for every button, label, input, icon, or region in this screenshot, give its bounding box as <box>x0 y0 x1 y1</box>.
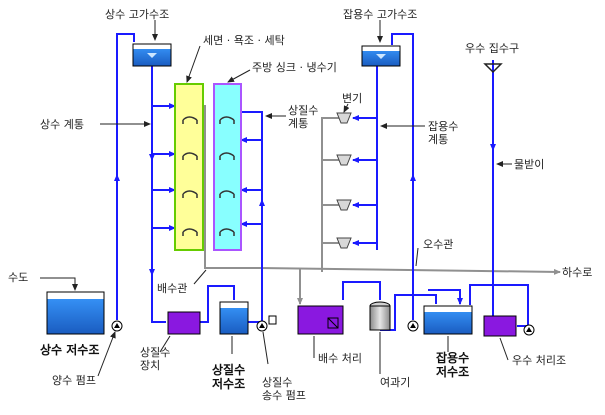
reclaim-pump-label: 상질수 송수 펌프 <box>262 376 306 402</box>
reclaimed-riser <box>241 111 263 323</box>
reclaim-transfer-pipe <box>200 285 235 323</box>
supply-pipes <box>114 33 529 331</box>
leader-lines <box>40 20 512 377</box>
potable-reservoir-tank <box>46 291 105 335</box>
reclaim-pump-label-l1: 상질수 <box>262 376 292 389</box>
toilet-label: 변기 <box>342 92 362 105</box>
treatment-to-filter <box>342 281 381 300</box>
gray-reservoir-label-l1: 잡용수 <box>436 350 469 365</box>
toilet-icon <box>336 112 352 249</box>
wash-fixture-column <box>174 83 204 251</box>
reclaim-unit-label-l2: 장치 <box>140 359 160 372</box>
labels: 상수 고가수조 잡용수 고가수조 우수 집수구 세면 · 욕조 · 세탁 주방 … <box>8 8 592 402</box>
kitchen-label: 주방 싱크 · 냉수기 <box>252 61 337 74</box>
rain-treatment-label: 우수 처리조 <box>512 354 566 367</box>
potable-elevated-tank <box>132 43 172 67</box>
faucet-icon <box>182 116 235 236</box>
upper-tank-potable-label: 상수 고가수조 <box>105 8 169 21</box>
water-supply-label: 수도 <box>8 271 28 284</box>
reclaimed-system-label: 상질수 계통 <box>288 104 322 130</box>
gray-reservoir-label: 잡용수 저수조 <box>436 350 473 379</box>
toilet-drop-pipe <box>321 117 339 272</box>
drain-treatment-label: 배수 처리 <box>318 352 362 365</box>
gray-system-label-l2: 계통 <box>428 133 448 146</box>
gray-reservoir-label-l2: 저수조 <box>436 364 469 379</box>
gray-system-label-l1: 잡용수 <box>428 120 458 133</box>
reclaim-reservoir-label: 상질수 저수조 <box>212 362 249 391</box>
sewage-pipe-label: 오수관 <box>423 238 453 251</box>
kitchen-fixture-column <box>213 83 242 251</box>
rain-gutter-label: 물받이 <box>514 158 544 171</box>
sewer-main-line <box>259 267 561 275</box>
reclaim-pump-label-l2: 송수 펌프 <box>262 389 306 402</box>
pump-switch-icon <box>268 315 277 325</box>
drainage-pipes <box>204 105 561 305</box>
rainwater-collector-label: 우수 집수구 <box>465 42 519 55</box>
to-sewer-label: 하수로 <box>562 265 592 279</box>
upper-tank-gray-label: 잡용수 고가수조 <box>343 8 417 21</box>
gray-reservoir-tank <box>423 305 473 335</box>
potable-riser <box>116 33 135 320</box>
gray-system-label: 잡용수 계통 <box>428 120 462 146</box>
lift-pump-label: 양수 펌프 <box>52 374 96 387</box>
reclaim-reservoir-label-l2: 저수조 <box>212 376 245 391</box>
reclaim-unit-label-l1: 상질수 <box>140 346 170 359</box>
rain-transfer-pipe <box>469 284 529 327</box>
wash-label: 세면 · 욕조 · 세탁 <box>203 34 285 47</box>
filter-label: 여과기 <box>380 376 410 389</box>
gray-riser <box>391 33 414 320</box>
reclaim-reservoir-tank <box>219 301 249 335</box>
rain-treatment-box <box>483 315 517 337</box>
drain-pipe-label: 배수관 <box>157 282 187 295</box>
filter-icon <box>369 301 391 331</box>
funnel-icon <box>483 63 503 74</box>
reclaimed-system-label-l1: 상질수 <box>288 104 318 117</box>
gray-elevated-tank <box>361 45 401 67</box>
drain-treatment-box <box>297 305 344 335</box>
to-gray-reservoir <box>405 294 437 304</box>
potable-reservoir-label: 상수 저수조 <box>40 342 99 357</box>
reclaimed-system-label-l2: 계통 <box>288 117 308 130</box>
drain-pipe-column <box>204 105 260 269</box>
potable-system-label: 상수 계통 <box>40 118 84 131</box>
reclaim-reservoir-label-l1: 상질수 <box>212 362 245 377</box>
reclaim-unit-label: 상질수 장치 <box>140 346 174 372</box>
reclaim-unit-box <box>167 311 201 335</box>
